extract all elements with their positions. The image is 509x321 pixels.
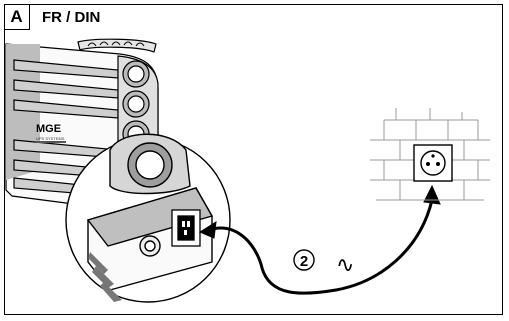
- power-cable-icon: [198, 184, 441, 295]
- figure-title: FR / DIN: [42, 8, 101, 26]
- power-plug-icon: [171, 209, 201, 247]
- brand-logo-subtext: UPS SYSTEMS: [36, 136, 65, 141]
- figure-frame: [4, 4, 503, 315]
- brand-logo-text: MGE: [36, 123, 61, 135]
- brand-logo: MGE UPS SYSTEMS: [36, 123, 66, 143]
- wall-socket-icon: [413, 144, 453, 182]
- ac-symbol: ∿: [336, 252, 354, 277]
- figure-label-badge: A: [4, 4, 30, 30]
- figure-header: A FR / DIN: [4, 4, 100, 30]
- step-marker: 2 ∿: [293, 249, 354, 277]
- step-number: 2: [300, 253, 308, 270]
